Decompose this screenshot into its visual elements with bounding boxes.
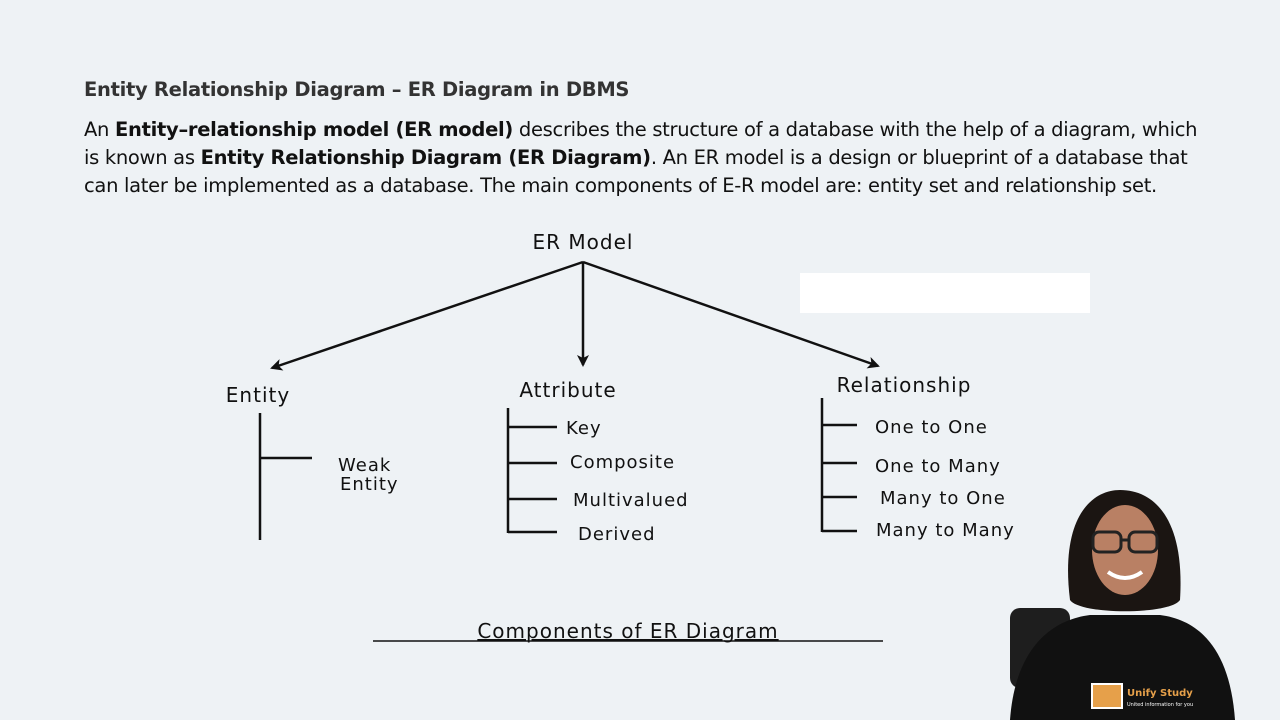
face	[1092, 505, 1158, 595]
relationship-item: Many to Many	[876, 520, 1015, 541]
logo-tagline: United information for you	[1127, 702, 1193, 708]
attribute-label: Attribute	[519, 378, 616, 402]
slide-paragraph: An Entity–relationship model (ER model) …	[84, 116, 1204, 200]
diagram-caption: Components of ER Diagram	[477, 619, 778, 643]
attribute-item: Key	[566, 418, 602, 439]
logo-book-icon	[1091, 683, 1123, 709]
relationship-item: One to Many	[875, 456, 1001, 477]
relationship-label: Relationship	[837, 373, 972, 397]
blank-box	[800, 273, 1090, 313]
arrow-entity	[270, 260, 584, 371]
attribute-item: Composite	[570, 452, 675, 473]
attribute-item: Derived	[578, 524, 656, 545]
presenter-video: Unify Study United information for you	[1010, 490, 1235, 720]
entity-label: Entity	[226, 383, 290, 407]
arrow-relationship	[582, 260, 880, 369]
para-bold: Entity Relationship Diagram (ER Diagram)	[200, 146, 652, 169]
glasses-icon	[1091, 530, 1159, 554]
logo-text: Unify Study	[1127, 688, 1193, 699]
weak-entity-label: Weak	[338, 455, 391, 476]
slide-title: Entity Relationship Diagram – ER Diagram…	[84, 78, 630, 101]
relationship-item: One to One	[875, 417, 988, 438]
weak-entity-label: Entity	[340, 474, 399, 495]
para-part: . An ER model is a design or blueprint o…	[84, 146, 1188, 197]
root-label: ER Model	[533, 230, 634, 254]
shirt	[1010, 615, 1235, 720]
attribute-item: Multivalued	[573, 490, 689, 511]
smile	[1106, 570, 1144, 580]
para-part: An	[84, 118, 115, 141]
relationship-item: Many to One	[880, 488, 1006, 509]
para-bold: Entity–relationship model (ER model)	[115, 118, 513, 141]
para-part: describes the structure of a database wi…	[84, 118, 1198, 169]
